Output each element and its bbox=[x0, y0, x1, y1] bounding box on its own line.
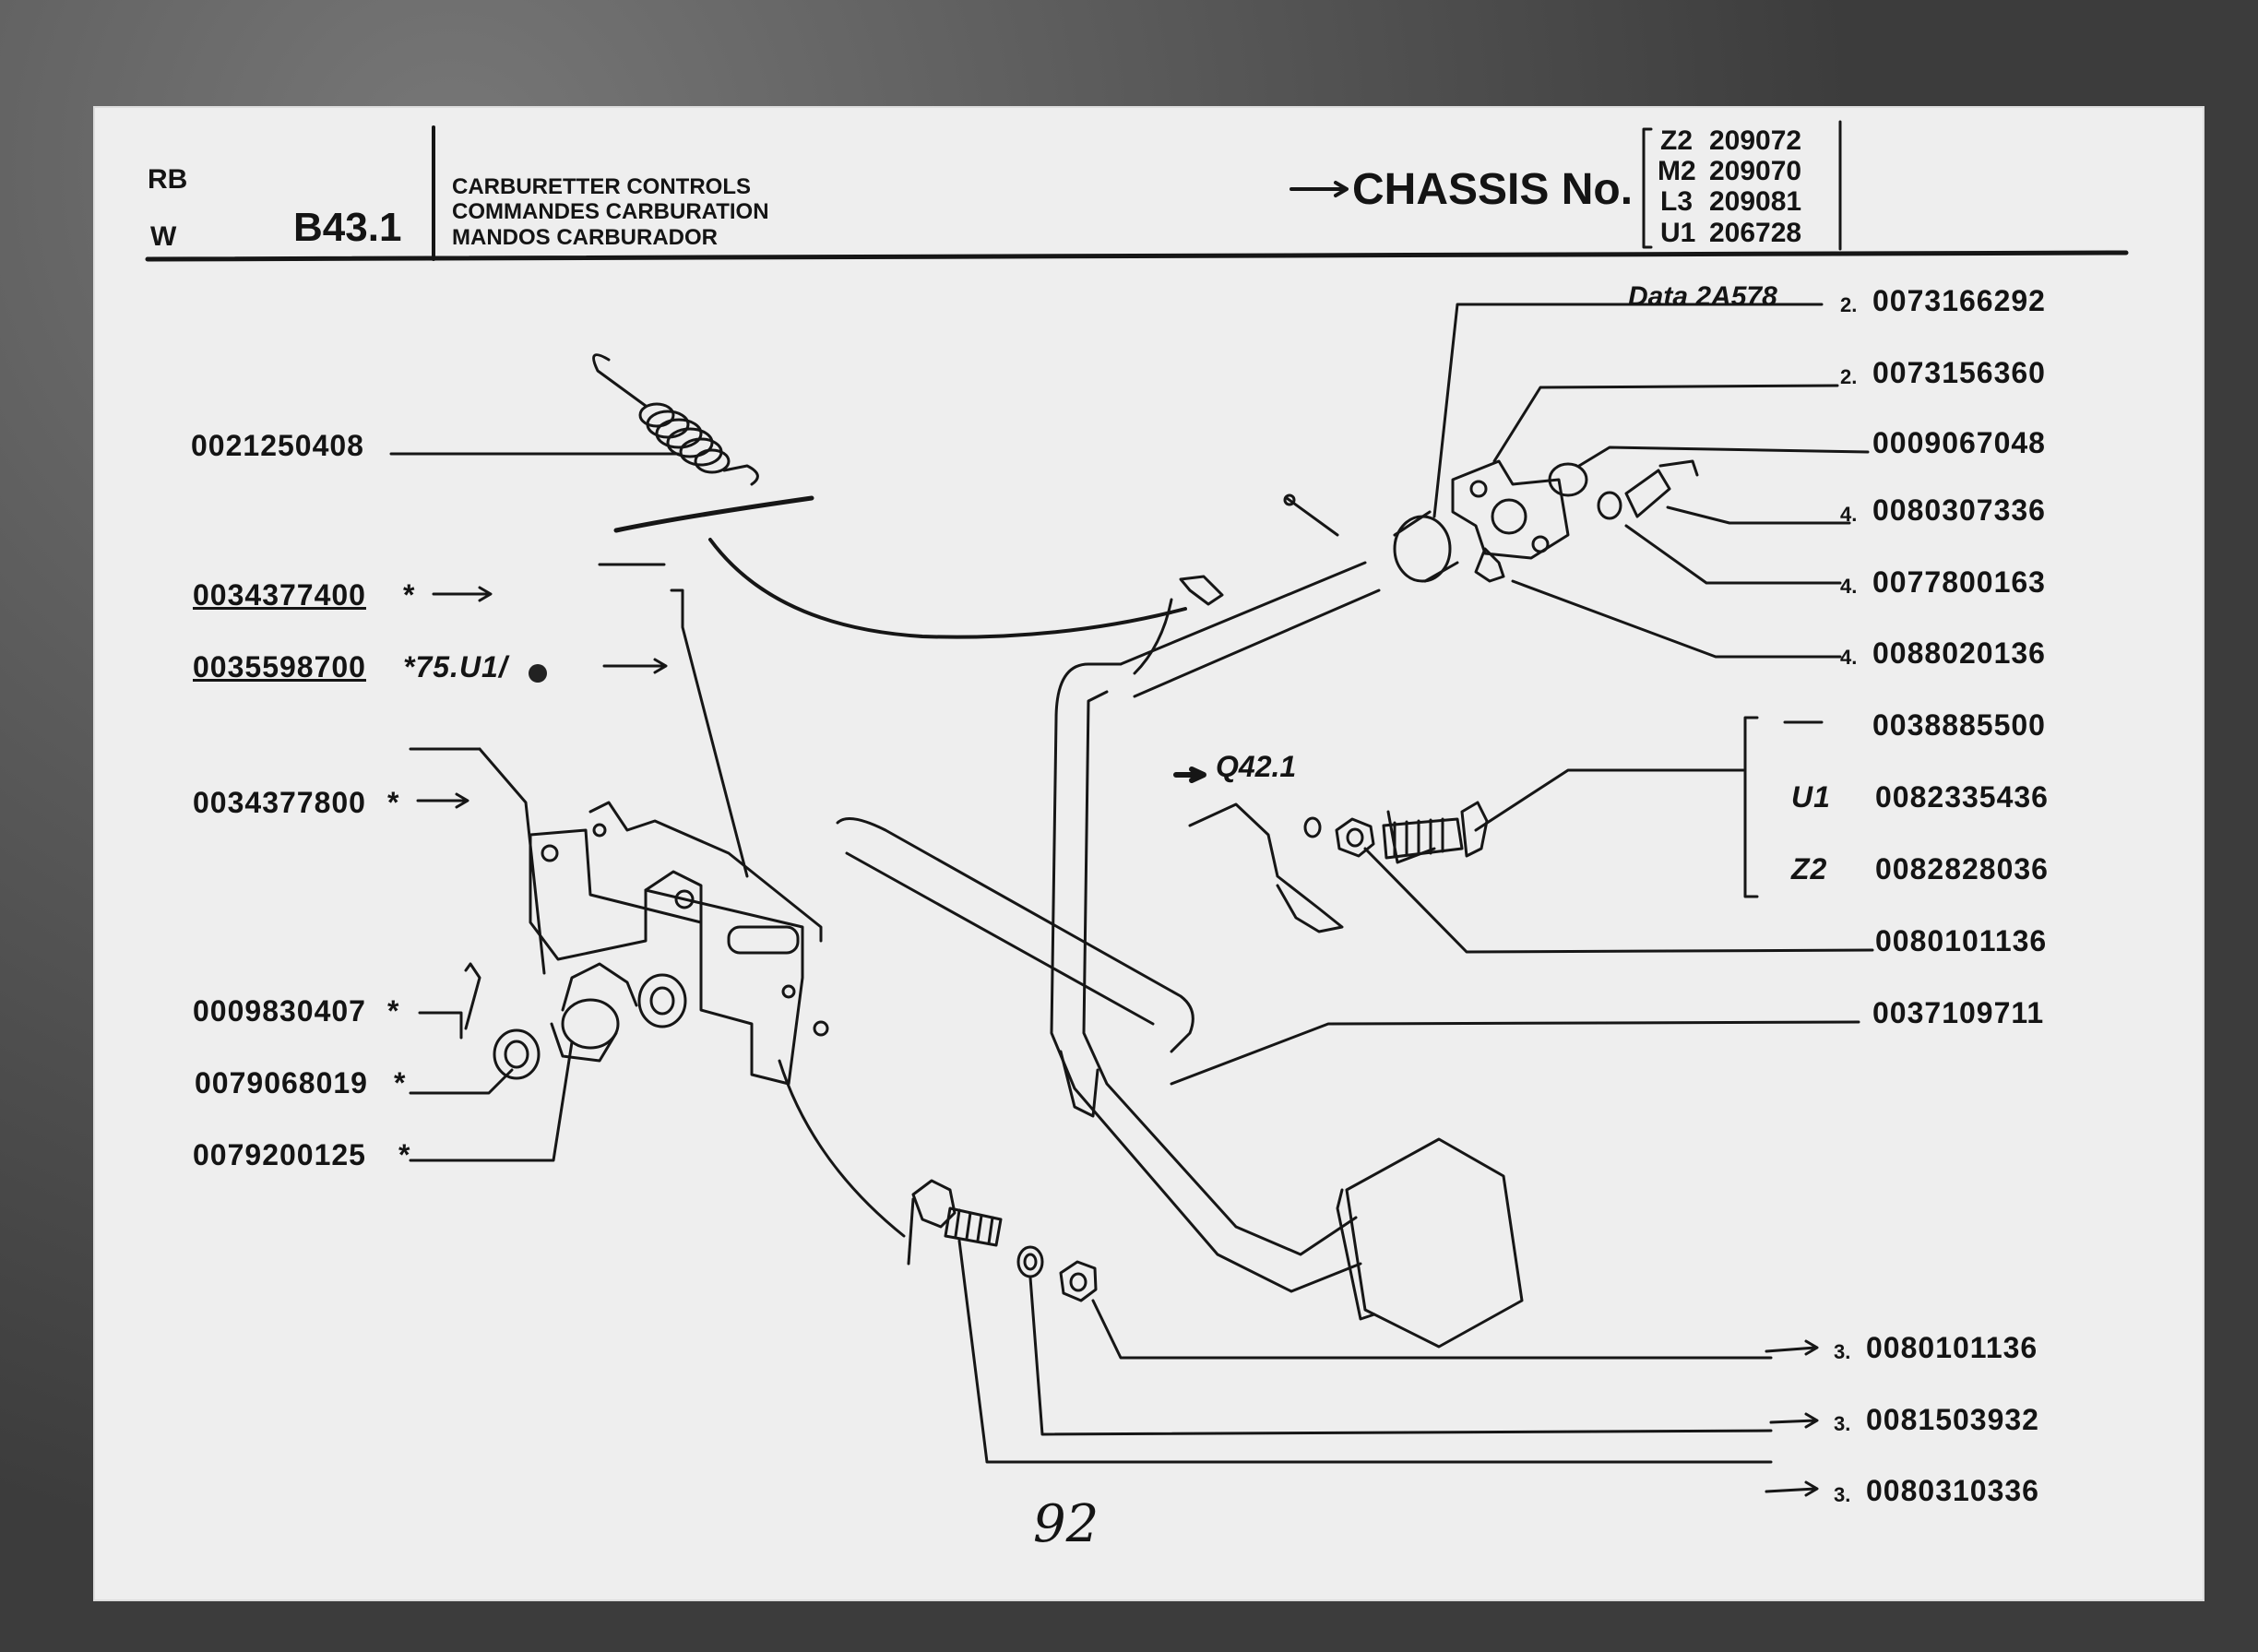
title-english: CARBURETTER CONTROLS bbox=[452, 174, 751, 199]
chassis-code: Z2 bbox=[1660, 125, 1694, 156]
part-number-left: 0035598700 bbox=[193, 650, 366, 683]
part-suffix: * bbox=[394, 1066, 407, 1099]
part-quantity: 4. bbox=[1840, 503, 1858, 526]
part-number-right: 0073156360 bbox=[1872, 356, 2046, 389]
part-quantity: 3. bbox=[1834, 1340, 1851, 1363]
data-reference: Data 2A578 bbox=[1628, 281, 1777, 312]
variant-code: U1 bbox=[1791, 780, 1831, 814]
chassis-code: L3 bbox=[1660, 186, 1694, 217]
corner-code-bottom: W bbox=[150, 221, 177, 252]
page-code: B43.1 bbox=[293, 205, 402, 250]
part-suffix: * bbox=[387, 994, 400, 1028]
part-number-right: 0082828036 bbox=[1875, 852, 2049, 885]
part-suffix: * bbox=[387, 786, 400, 819]
part-number-left: 0009830407 bbox=[193, 994, 366, 1028]
part-quantity: 4. bbox=[1840, 646, 1858, 669]
part-number-bottom: 0080310336 bbox=[1866, 1474, 2039, 1507]
chassis-number: 209072 bbox=[1709, 125, 1802, 156]
cross-reference: Q42.1 bbox=[1216, 750, 1297, 783]
part-number-right: 0077800163 bbox=[1872, 565, 2046, 599]
part-number-left: 0079068019 bbox=[195, 1066, 368, 1099]
part-suffix: * bbox=[403, 578, 416, 612]
part-number-left: 0034377400 bbox=[193, 578, 366, 612]
part-number-bottom: 0081503932 bbox=[1866, 1403, 2039, 1436]
part-number-right: 0088020136 bbox=[1872, 636, 2046, 670]
variant-code: Z2 bbox=[1791, 852, 1828, 885]
chassis-number: 206728 bbox=[1709, 218, 1802, 248]
part-number-right: 0082335436 bbox=[1875, 780, 2049, 814]
title-french: COMMANDES CARBURATION bbox=[452, 199, 769, 224]
part-number-left: 0021250408 bbox=[191, 429, 364, 462]
part-number-bottom: 0080101136 bbox=[1866, 1331, 2038, 1364]
catalog-sheet bbox=[95, 108, 2203, 1599]
chassis-label: CHASSIS No. bbox=[1352, 165, 1634, 214]
part-quantity: 2. bbox=[1840, 293, 1858, 316]
part-quantity: 3. bbox=[1834, 1412, 1851, 1435]
part-number-right: 0037109711 bbox=[1872, 996, 2045, 1029]
chassis-number: 209081 bbox=[1709, 186, 1802, 217]
chassis-number: 209070 bbox=[1709, 156, 1802, 186]
corner-code-top: RB bbox=[148, 164, 188, 195]
chassis-code: U1 bbox=[1660, 218, 1696, 248]
handwritten-page-number: 92 bbox=[1033, 1494, 1099, 1554]
part-suffix: *75.U1/ bbox=[403, 650, 508, 683]
part-quantity: 2. bbox=[1840, 365, 1858, 388]
chassis-code: M2 bbox=[1658, 156, 1696, 186]
title-spanish: MANDOS CARBURADOR bbox=[452, 225, 718, 250]
part-number-right: 0038885500 bbox=[1872, 708, 2046, 742]
part-quantity: 4. bbox=[1840, 575, 1858, 598]
part-number-right: 0080101136 bbox=[1875, 924, 2048, 957]
part-number-left: 0079200125 bbox=[193, 1138, 366, 1171]
part-suffix: * bbox=[398, 1138, 411, 1171]
part-quantity: 3. bbox=[1834, 1483, 1851, 1506]
part-number-right: 0080307336 bbox=[1872, 493, 2046, 527]
part-number-right: 0073166292 bbox=[1872, 284, 2046, 317]
part-number-left: 0034377800 bbox=[193, 786, 366, 819]
part-number-right: 0009067048 bbox=[1872, 426, 2046, 459]
spring-coil bbox=[638, 402, 731, 474]
